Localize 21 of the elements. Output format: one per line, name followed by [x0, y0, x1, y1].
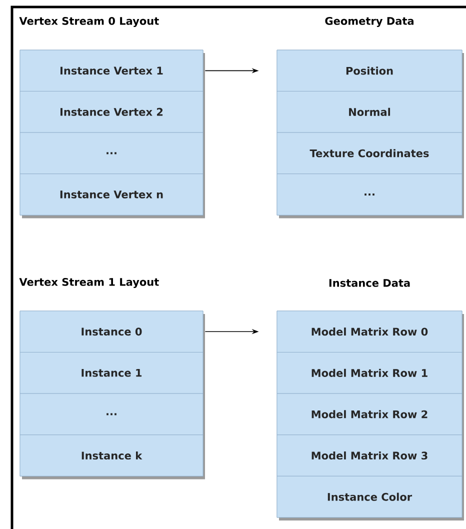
table-heading: Vertex Stream 1 Layout [19, 278, 159, 288]
table-row: ... [20, 393, 204, 436]
table-heading: Geometry Data [325, 16, 414, 28]
table-row: Model Matrix Row 1 [276, 352, 462, 394]
table-heading: Vertex Stream 0 Layout [19, 16, 159, 28]
table-row: Position [276, 50, 462, 92]
table-heading: Instance Data [329, 279, 410, 287]
table-row: ... [20, 132, 204, 174]
table-row: Normal [276, 91, 462, 133]
table-row: Instance 0 [20, 310, 204, 352]
table-row: Model Matrix Row 3 [276, 434, 462, 476]
table-row: Instance Color [276, 476, 462, 518]
table-row: Instance Vertex 1 [20, 50, 204, 92]
table-row: Instance Vertex n [20, 174, 204, 216]
table-row: Model Matrix Row 2 [276, 393, 462, 436]
table-row: Texture Coordinates [276, 132, 462, 174]
table-row: ... [276, 174, 462, 216]
table-row: Model Matrix Row 0 [276, 310, 462, 352]
table-row: Instance Vertex 2 [20, 91, 204, 133]
table-row: Instance k [20, 434, 204, 476]
table-row: Instance 1 [20, 352, 204, 394]
